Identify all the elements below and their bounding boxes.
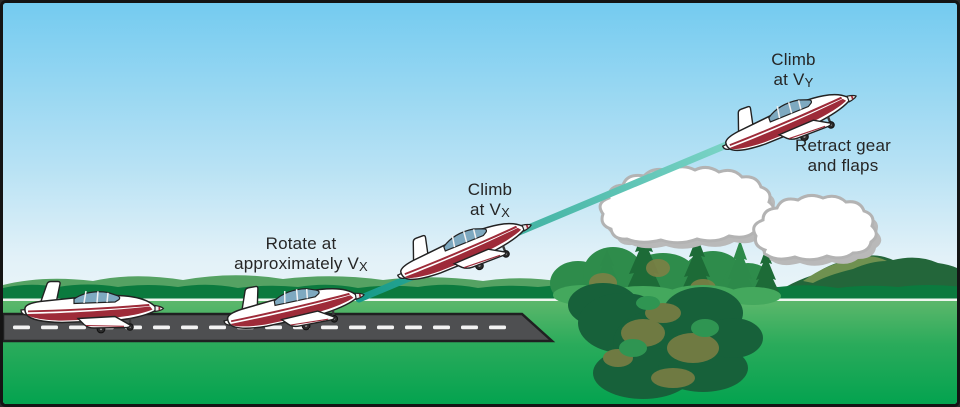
pine-tree: [722, 240, 758, 297]
runway: [3, 312, 556, 343]
pine-tree: [751, 248, 781, 296]
foreground-bushes: [568, 283, 763, 399]
cloud-left: [598, 165, 779, 249]
climb-vy-label: Climb at VY: [771, 50, 816, 90]
climb-vx-label: Climb at VX: [467, 180, 513, 220]
retract-gear-label: Retract gear and flaps: [795, 136, 891, 175]
rotate-label: Rotate at approximately VX: [234, 234, 368, 274]
horizon-line: [3, 298, 957, 302]
diagram-canvas: [3, 3, 957, 404]
pine-tree: [624, 229, 664, 295]
cloud-right: [752, 193, 882, 266]
